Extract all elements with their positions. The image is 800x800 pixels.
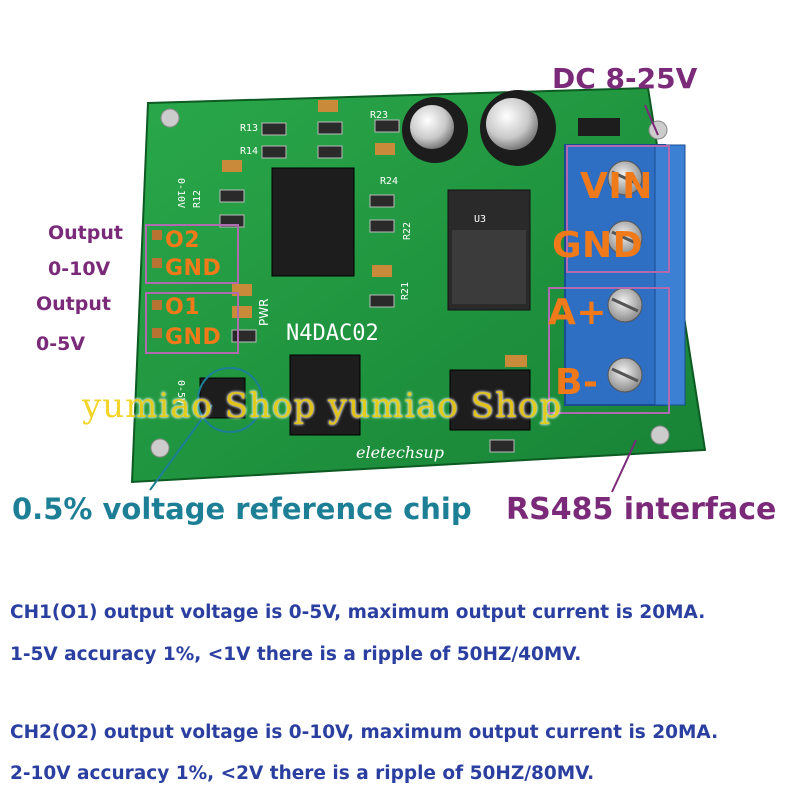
o1-gnd-label: GND	[165, 325, 222, 350]
svg-text:R23: R23	[370, 110, 388, 121]
svg-text:R24: R24	[380, 176, 398, 187]
ch1-spec-line-1: CH1(O1) output voltage is 0-5V, maximum …	[10, 602, 706, 623]
svg-text:U3: U3	[474, 214, 486, 225]
svg-text:0-5V: 0-5V	[175, 380, 186, 404]
ch1-spec-line-2: 1-5V accuracy 1%, <1V there is a ripple …	[10, 644, 582, 665]
svg-text:R12: R12	[192, 190, 203, 208]
rs485-label: RS485 interface	[506, 492, 777, 527]
o1-label: O1	[165, 295, 201, 320]
ic-chip	[271, 167, 355, 277]
power-callout-box	[566, 145, 670, 273]
o2-gnd-label: GND	[165, 256, 222, 281]
ch2-spec-line-1: CH2(O2) output voltage is 0-10V, maximum…	[10, 722, 719, 743]
svg-text:0-10V: 0-10V	[175, 178, 186, 208]
vin-label: VIN	[580, 166, 653, 207]
a-plus-label: A+	[548, 292, 608, 333]
output-2-range: 0-10V	[48, 258, 111, 280]
watermark: yumiao Shop yumiao Shop	[82, 386, 563, 426]
ch2-spec-line-2: 2-10V accuracy 1%, <2V there is a ripple…	[10, 763, 595, 784]
output-1-range: 0-5V	[36, 333, 86, 355]
model-silkscreen: N4DAC02	[286, 321, 379, 346]
svg-text:R21: R21	[400, 282, 411, 300]
ic-chip	[449, 369, 531, 431]
output-2-title: Output	[48, 222, 123, 244]
b-minus-label: B-	[555, 362, 599, 403]
screw-terminals	[607, 160, 643, 393]
reference-chip-label: 0.5% voltage reference chip	[12, 492, 472, 526]
svg-text:R13: R13	[240, 123, 258, 134]
pcb-board-image: R13 R14 R23 R24 U3 R22 R21 R12 0-10V 0-5…	[130, 86, 707, 493]
gnd-power-label: GND	[552, 225, 644, 266]
o1-callout-box	[145, 292, 239, 354]
ic-chip	[289, 354, 361, 436]
rs485-callout-box	[548, 287, 670, 414]
output-header-pins	[152, 230, 162, 338]
o2-label: O2	[165, 228, 201, 253]
capacitors	[402, 90, 556, 166]
output-1-title: Output	[36, 293, 111, 315]
svg-text:R22: R22	[402, 222, 413, 240]
pwr-silkscreen: PWR	[257, 299, 271, 326]
brand-silkscreen: eletechsup	[356, 443, 444, 462]
o2-callout-box	[145, 224, 239, 284]
svg-text:R14: R14	[240, 146, 258, 157]
power-input-label: DC 8-25V	[552, 62, 698, 95]
